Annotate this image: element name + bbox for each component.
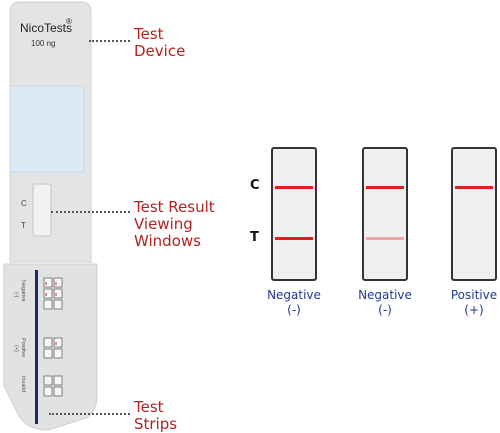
test-band-2 [366,237,404,240]
device-label-window [9,85,85,173]
device-brand-mark: ® [66,17,72,26]
leader-test-device [89,40,130,42]
result-window-1 [271,147,317,281]
callout-test-device-line-1: Test [134,25,164,43]
leader-test-strips [49,413,130,415]
result-label-2-sign: (-) [378,303,392,317]
callout-test-device-line-2: Device [134,42,186,60]
result-label-3: Positive (+) [434,288,500,318]
result-label-1-sign: (-) [287,303,301,317]
callout-result-windows-line-2: Viewing [134,215,193,233]
result-window-3 [451,147,497,281]
result-window-2 [362,147,408,281]
callout-result-windows-line-1: Test Result [134,198,215,216]
test-band-1 [275,237,313,240]
callout-result-windows-line-3: Windows [134,232,201,250]
device-test-strip [35,270,38,424]
device-brand: NicoTests [20,21,72,35]
device-dose: 100 ng [31,39,55,48]
device-result-window [32,183,52,237]
leader-result-windows [51,211,130,213]
reference-negative [43,277,63,310]
control-line-letter: C [250,178,260,193]
device-window-c: C [21,199,27,208]
device-window-t: T [21,221,26,230]
reference-positive-sign: (+) [13,345,19,352]
reference-negative-sign: (-) [13,292,19,298]
result-label-2-text: Negative [358,288,412,302]
result-label-3-text: Positive [450,288,498,302]
test-line-letter: T [250,230,259,245]
test-band-3 [455,237,493,240]
callout-test-strips-line-2: Strips [134,415,178,433]
callout-test-strips-line-1: Test [134,398,164,416]
reference-invalid [43,375,63,397]
result-label-1-text: Negative [267,288,321,302]
callout-result-windows: Test Result Viewing Windows [134,199,215,250]
control-band-3 [455,186,493,189]
reference-invalid-label: Invalid [20,376,26,392]
reference-positive [43,337,63,359]
control-band-1 [275,186,313,189]
control-band-2 [366,186,404,189]
callout-test-device: Test Device [134,26,185,60]
result-label-3-sign: (+) [464,303,484,317]
callout-test-strips: Test Strips [134,399,177,433]
reference-positive-label: Positive [20,338,26,357]
reference-negative-label: Negative [20,280,26,302]
result-label-1: Negative (-) [254,288,334,318]
test-device: NicoTests ® 100 ng C T Negative (-) Posi… [3,1,98,431]
result-label-2: Negative (-) [345,288,425,318]
